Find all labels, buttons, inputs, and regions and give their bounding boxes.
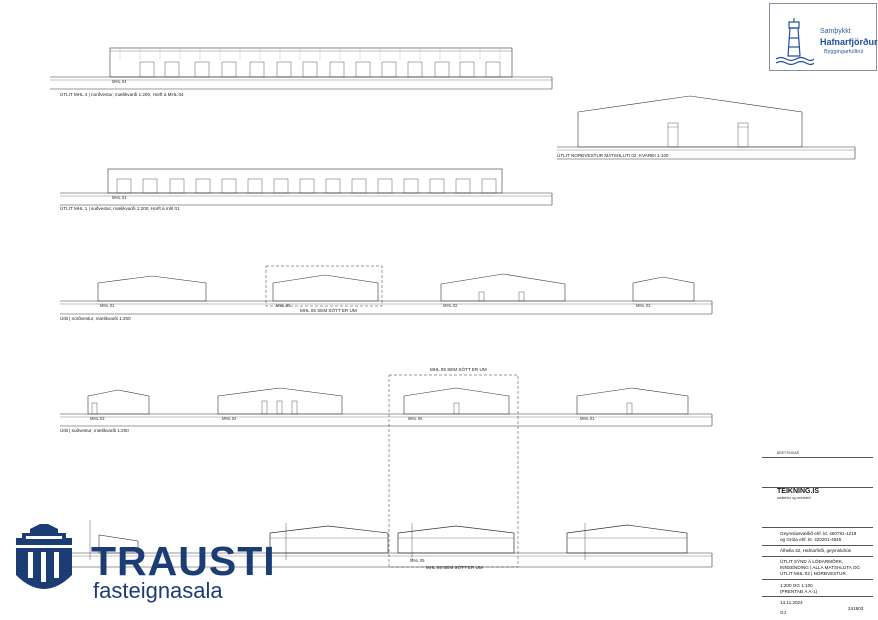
logo-name: TRAUSTI xyxy=(91,538,276,584)
label-mhl05-d: MHL 05 xyxy=(410,558,425,563)
title-block: BREYTINGAR TEIKNING.IS arkitektúr og ver… xyxy=(762,449,873,617)
tb-owner-1: Geymslusvæðið ehf. kt. 450791-1219 xyxy=(780,531,857,536)
label-mhl02-c: MHL 02 xyxy=(222,416,237,421)
caption-southwest: Útlit | suðvestur, mælikvarði 1:200 xyxy=(60,428,129,433)
label-mhl05-b: MHL 05 xyxy=(276,303,291,308)
caption-mhl01: ÚTLIT MHL 1 | suðvestur, mælikvarði 1:20… xyxy=(60,206,180,211)
tb-drawn-by: GJ xyxy=(780,610,786,615)
tb-firm: TEIKNING.IS xyxy=(777,488,820,495)
label-mhl05-top: MHL 05 SEM SÓTT ER UM xyxy=(430,367,487,372)
label-mhl03-c: MHL 03 xyxy=(90,416,105,421)
approval-stamp: Samþykkt Hafnarfjörður Byggingarfulltrúi xyxy=(769,3,878,71)
label-mhl05-bottom: MHL 05 SEM SÓTT ER UM xyxy=(426,565,483,570)
tb-owner-2: og Gróta ehf. kt. 420201-4845 xyxy=(780,537,842,542)
lighthouse-icon xyxy=(775,18,814,66)
label-mhl02-b: MHL 02 xyxy=(443,303,458,308)
tb-title-2: INNSENDING Í ALLA MATSHLUTA OG xyxy=(780,565,860,570)
building-mhl02-outline xyxy=(577,95,803,148)
label-mhl05-northwest: MHL 05 SEM SÓTT ER UM xyxy=(300,308,357,313)
stamp-municipality: Hafnarfjörður xyxy=(820,37,878,47)
tb-scale: 1:200 OG 1:100 xyxy=(780,583,813,588)
label-mhl01-b: MHL 01 xyxy=(100,303,115,308)
tb-title-3: ÚTLIT MHL 02 | NORÐVESTUR. xyxy=(780,571,848,576)
label-mhl04: MHL 04 xyxy=(112,79,127,84)
logo-tagline: fasteignasala xyxy=(93,578,223,603)
mhl05-highlight-box xyxy=(265,265,383,307)
stamp-office: Byggingarfulltrúi xyxy=(824,49,864,55)
tb-project: Álhella 32, Hafnarfirði, geymsluhús xyxy=(780,548,851,553)
tb-date: 14.11.2024 xyxy=(780,600,803,605)
tb-print: (PRENTAÐ Á A-1) xyxy=(780,589,818,594)
label-mhl03-b: MHL 03 xyxy=(636,303,651,308)
tb-revisions: BREYTINGAR xyxy=(777,451,800,455)
tb-firm-sub: arkitektúr og verkfræði xyxy=(777,496,811,500)
tb-drawing-no: 241803 xyxy=(848,606,864,611)
label-mhl01: MHL 01 xyxy=(112,195,127,200)
caption-mhl02: ÚTLIT NORÐVESTUR MATSHLUTI 02, KVARÐI 1:… xyxy=(557,153,669,158)
stamp-approved: Samþykkt xyxy=(820,28,851,35)
label-mhl01-c: MHL 01 xyxy=(580,416,595,421)
caption-mhl04: ÚTLIT MHL 4 | norðvestur, mælikvarði 1:2… xyxy=(60,92,184,97)
caption-northwest: Útlit | norðvestur, mælikvarði 1:200 xyxy=(60,316,131,321)
tb-title-1: ÚTLIT SÝND Á LÓÐARMÖRK, xyxy=(780,559,844,564)
label-mhl05-c: MHL 05 xyxy=(408,416,423,421)
